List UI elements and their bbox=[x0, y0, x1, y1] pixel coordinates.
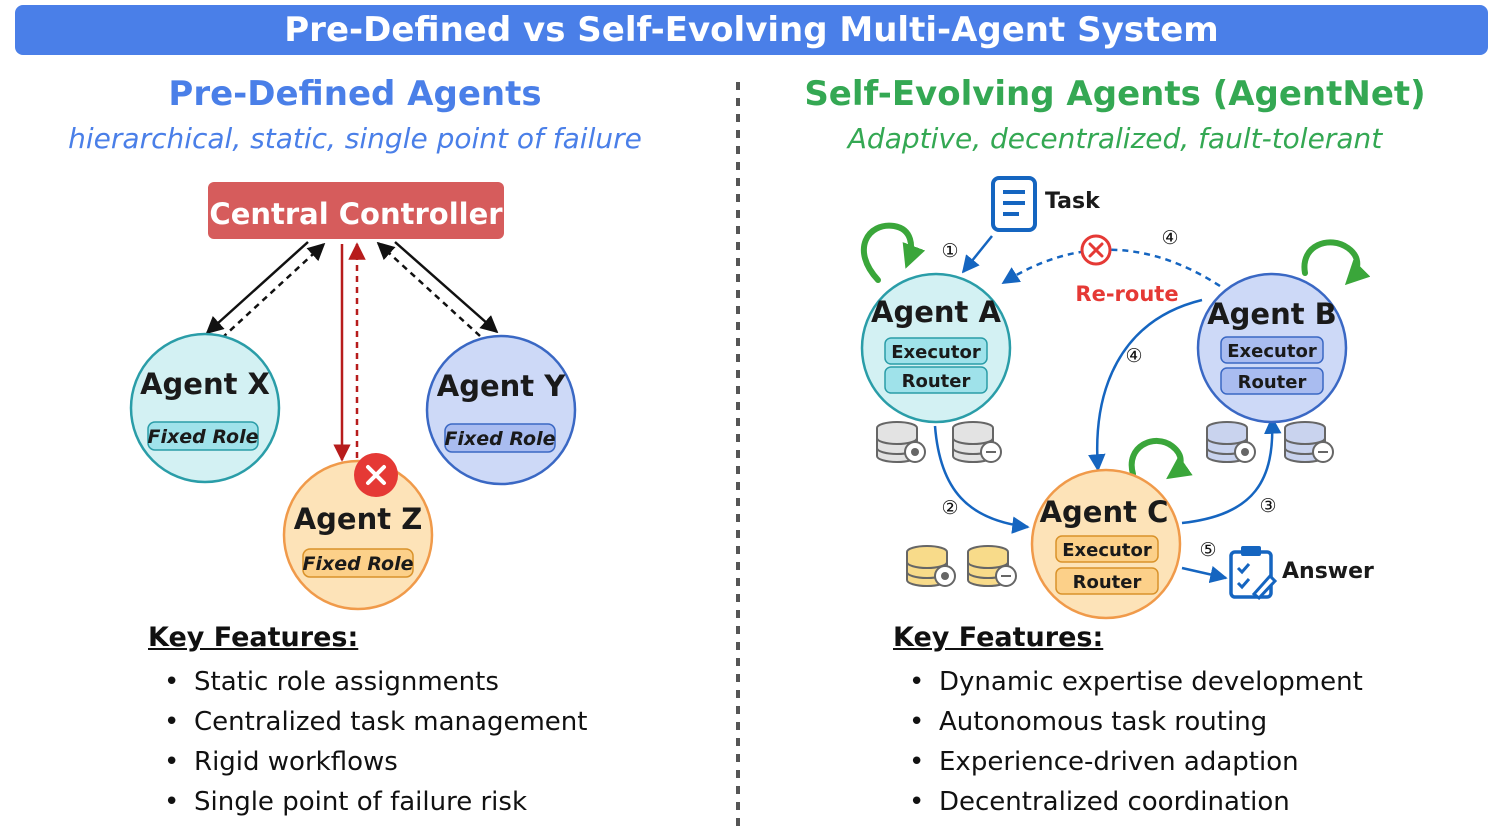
agent-z-role: Fixed Role bbox=[303, 553, 414, 575]
arrow-x-to-controller bbox=[221, 242, 326, 339]
list-item: Single point of failure risk bbox=[148, 782, 587, 822]
agent-a-node: Agent A Executor Router bbox=[860, 272, 1012, 424]
left-features-list: Static role assignments Centralized task… bbox=[148, 662, 587, 822]
agent-x-role: Fixed Role bbox=[148, 426, 259, 448]
step-4b-marker: ④ bbox=[1125, 345, 1142, 367]
agent-c-node: Agent C Executor Router bbox=[1030, 468, 1182, 620]
list-item: Static role assignments bbox=[148, 662, 587, 702]
clipboard-answer-icon bbox=[1229, 546, 1278, 601]
list-item: Autonomous task routing bbox=[893, 702, 1363, 742]
list-item: Centralized task management bbox=[148, 702, 587, 742]
agent-z-node: Agent Z Fixed Role bbox=[282, 459, 434, 611]
step-5-marker: ⑤ bbox=[1199, 539, 1216, 561]
arrow-y-to-controller bbox=[376, 241, 481, 337]
page-title: Pre-Defined vs Self-Evolving Multi-Agent… bbox=[284, 10, 1219, 50]
list-item: Dynamic expertise development bbox=[893, 662, 1363, 702]
right-subheading: Adaptive, decentralized, fault-tolerant bbox=[847, 122, 1383, 155]
left-features-title: Key Features: bbox=[148, 622, 359, 653]
agent-y-role: Fixed Role bbox=[445, 428, 556, 450]
self-loop-icon-b bbox=[1301, 239, 1371, 286]
self-loop-icon-c bbox=[1128, 438, 1193, 480]
arrow-controller-to-x bbox=[205, 241, 309, 335]
document-icon bbox=[991, 176, 1037, 232]
list-item: Experience-driven adaption bbox=[893, 742, 1363, 782]
agent-b-name: Agent B bbox=[1207, 297, 1337, 331]
agent-y-name: Agent Y bbox=[437, 369, 566, 403]
right-heading: Self-Evolving Agents (AgentNet) bbox=[804, 74, 1426, 114]
list-item: Rigid workflows bbox=[148, 742, 587, 782]
right-features-title: Key Features: bbox=[893, 622, 1104, 653]
list-item: Decentralized coordination bbox=[893, 782, 1363, 822]
agent-b-node: Agent B Executor Router bbox=[1196, 272, 1348, 424]
agent-z-name: Agent Z bbox=[294, 502, 423, 536]
database-gear-icon-a bbox=[876, 421, 926, 463]
agent-a-router: Router bbox=[902, 371, 971, 392]
database-link-icon-a bbox=[952, 421, 1002, 463]
central-controller: Central Controller bbox=[208, 182, 504, 239]
agent-x-node: Agent X Fixed Role bbox=[129, 332, 281, 484]
database-link-icon-c bbox=[967, 545, 1017, 587]
arrow-b-to-a-failed bbox=[1001, 248, 1221, 288]
controller-label: Central Controller bbox=[209, 197, 503, 231]
title-banner: Pre-Defined vs Self-Evolving Multi-Agent… bbox=[15, 5, 1488, 55]
database-gear-icon-c bbox=[906, 545, 956, 587]
agent-c-router: Router bbox=[1073, 572, 1142, 593]
left-subheading: hierarchical, static, single point of fa… bbox=[68, 122, 642, 155]
agent-x-name: Agent X bbox=[140, 367, 270, 401]
arrow-c-to-b bbox=[1181, 416, 1282, 525]
error-x-icon bbox=[354, 453, 398, 497]
answer-label: Answer bbox=[1282, 559, 1374, 584]
arrow-b-to-c bbox=[1088, 298, 1203, 472]
step-1-marker: ① bbox=[941, 240, 958, 262]
right-features-list: Dynamic expertise development Autonomous… bbox=[893, 662, 1363, 822]
arrow-controller-to-y bbox=[394, 241, 499, 334]
arrow-task-to-a bbox=[961, 235, 993, 274]
agent-b-router: Router bbox=[1238, 372, 1307, 393]
agent-y-node: Agent Y Fixed Role bbox=[425, 334, 577, 486]
agent-a-name: Agent A bbox=[871, 295, 1001, 329]
agent-c-name: Agent C bbox=[1040, 495, 1169, 529]
task-label: Task bbox=[1045, 189, 1101, 214]
agent-b-executor: Executor bbox=[1227, 341, 1317, 362]
agent-a-executor: Executor bbox=[891, 342, 981, 363]
arrow-a-to-c bbox=[933, 425, 1030, 534]
database-link-icon-b bbox=[1284, 421, 1334, 463]
step-3-marker: ③ bbox=[1259, 495, 1276, 517]
agent-c-executor: Executor bbox=[1062, 540, 1152, 561]
step-2-marker: ② bbox=[941, 497, 958, 519]
left-heading: Pre-Defined Agents bbox=[168, 74, 542, 114]
reroute-label: Re-route bbox=[1075, 282, 1178, 306]
step-4a-marker: ④ bbox=[1161, 227, 1178, 249]
self-loop-icon-a bbox=[860, 222, 926, 283]
database-gear-icon-b bbox=[1206, 421, 1256, 463]
arrow-c-to-answer bbox=[1181, 565, 1228, 584]
reroute-x-icon bbox=[1080, 234, 1112, 266]
